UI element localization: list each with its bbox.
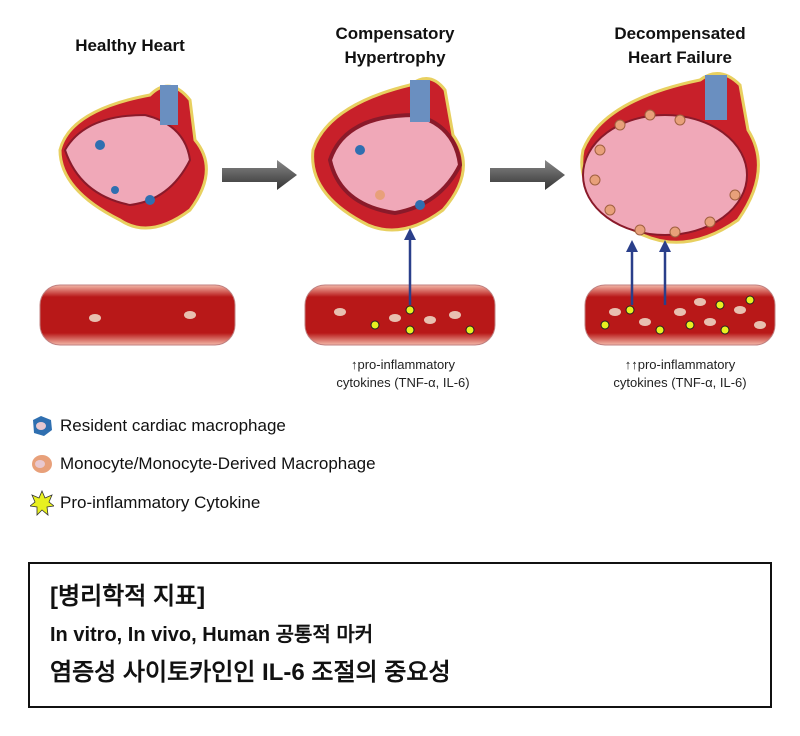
legend-label: Monocyte/Monocyte-Derived Macrophage: [60, 454, 376, 473]
title-line: Decompensated: [614, 24, 746, 43]
title-line: Compensatory: [335, 24, 455, 43]
legend-item-monocyte: Monocyte/Monocyte-Derived Macrophage: [30, 452, 376, 476]
progression-arrow: [490, 160, 565, 190]
legend-label: Pro-inflammatory Cytokine: [60, 493, 261, 512]
caption-line: ↑↑pro-inflammatory: [624, 357, 736, 372]
progression-arrow: [222, 160, 297, 190]
caption-line: cytokines (TNF-α, IL-6): [613, 375, 747, 390]
hypertrophy-heart: [311, 77, 465, 232]
cytokine-icon: [30, 490, 54, 516]
healthy-vessel: [39, 284, 236, 346]
caption-line: cytokines (TNF-α, IL-6): [336, 375, 470, 390]
legend-item-cytokine: Pro-inflammatory Cytokine: [30, 490, 260, 516]
failing-heart: [580, 72, 760, 244]
healthy-heart: [58, 84, 208, 230]
monocyte-icon: [32, 455, 52, 473]
stage-title-decompensated: Decompensated Heart Failure: [575, 22, 785, 70]
summary-line: In vitro, In vivo, Human 공통적 마커: [50, 624, 374, 646]
resident-macrophage-icon: [33, 416, 52, 436]
failure-caption: ↑↑pro-inflammatory cytokines (TNF-α, IL-…: [580, 356, 780, 392]
summary-line: 염증성 사이토카인인 IL-6 조절의 중요성: [50, 659, 451, 686]
title-line: Heart Failure: [628, 48, 732, 67]
hypertrophy-caption: ↑pro-inflammatory cytokines (TNF-α, IL-6…: [303, 356, 503, 392]
summary-heading: [병리학적 지표]: [50, 583, 206, 610]
title-line: Hypertrophy: [344, 48, 446, 67]
hypertrophy-vessel: [304, 228, 496, 346]
legend-label: Resident cardiac macrophage: [60, 416, 286, 435]
legend-item-resident-macrophage: Resident cardiac macrophage: [30, 414, 286, 438]
heart-failure-diagram: [39, 72, 776, 346]
failure-vessel: [584, 240, 776, 346]
summary-box: [병리학적 지표] In vitro, In vivo, Human 공통적 마…: [28, 562, 772, 708]
caption-line: ↑pro-inflammatory: [350, 357, 456, 372]
stage-title-healthy: Healthy Heart: [75, 36, 185, 55]
stage-title-compensatory: Compensatory Hypertrophy: [295, 22, 495, 70]
